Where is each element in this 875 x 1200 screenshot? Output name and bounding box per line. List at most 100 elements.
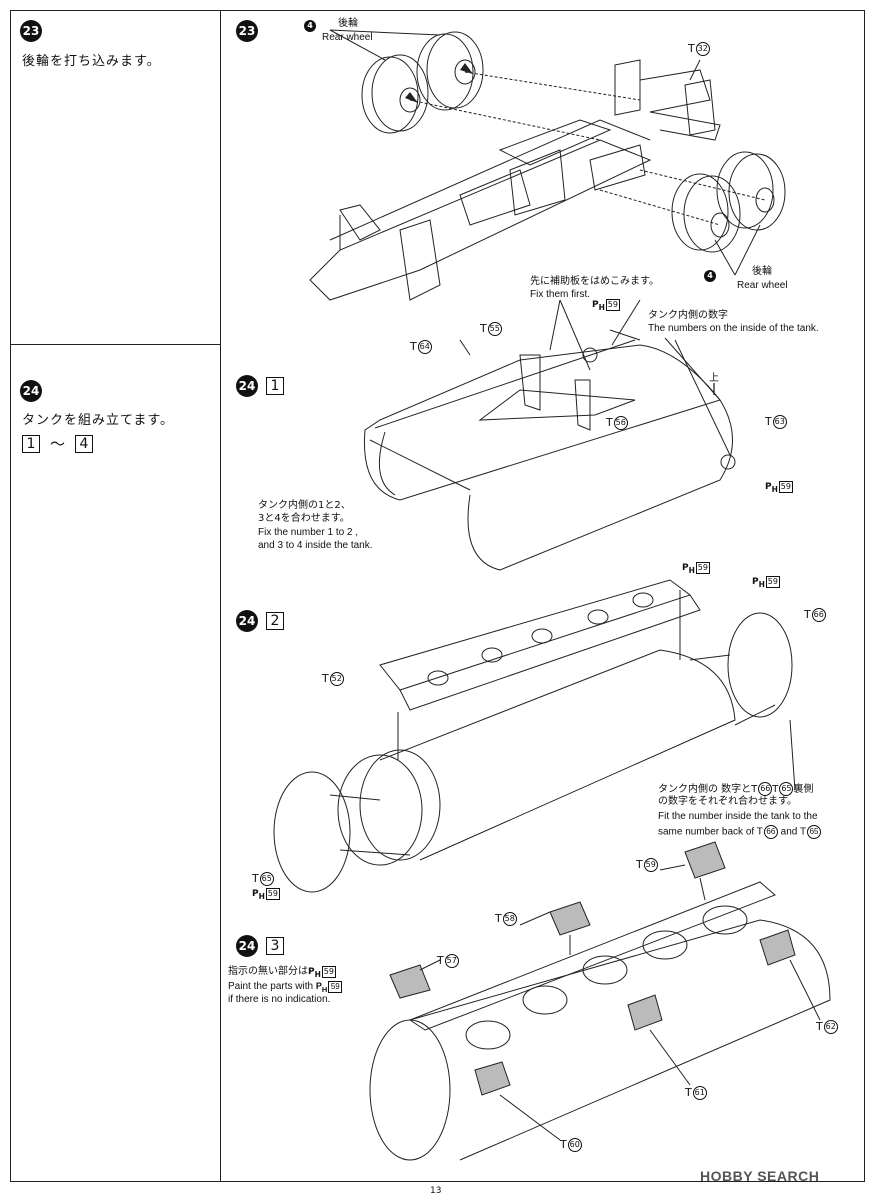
- step-23-diagram-badge: 23: [236, 20, 258, 42]
- sub-step-3-box: 3: [266, 937, 284, 955]
- note-text: and T: [780, 826, 807, 838]
- rear-wheel-right-bottom: [671, 151, 786, 253]
- part-number: 56: [613, 416, 628, 430]
- sub-step-2-box: 2: [266, 612, 284, 630]
- step-23-badge: 23: [20, 20, 42, 42]
- tank-body-diagram: [273, 579, 796, 893]
- part-number: 64: [417, 340, 432, 354]
- part-prefix: T: [688, 42, 695, 55]
- page-frame: [10, 10, 865, 1182]
- step-24-text: タンクを組み立てます。: [22, 413, 175, 428]
- part-number: 65: [807, 825, 822, 839]
- page-number: 13: [430, 1186, 442, 1196]
- watermark: HOBBY SEARCH: [700, 1168, 820, 1184]
- part-number: 66: [811, 608, 826, 622]
- note-text: same number back of T: [658, 826, 763, 838]
- rear-wheel-en-bottom: Rear wheel: [737, 280, 788, 291]
- step-24-2-badge: 24: [236, 610, 258, 632]
- part-number: 32: [695, 42, 710, 56]
- step-24-1-badge: 24: [236, 375, 258, 397]
- part-number: 65: [259, 872, 274, 886]
- rear-wheel-en-top: Rear wheel: [322, 32, 373, 43]
- part-number: 60: [567, 1138, 582, 1152]
- match-numbers-note-en2: and 3 to 4 inside the tank.: [258, 540, 373, 551]
- match-numbers-note-en1: Fix the number 1 to 2 ,: [258, 527, 359, 538]
- ph-number: 59: [695, 562, 710, 574]
- rear-wheel-jp-top: 後輪: [338, 18, 358, 29]
- note-text: タンク内側の 数字とT: [658, 784, 758, 795]
- inside-numbers-note-jp: タンク内側の数字: [648, 310, 728, 321]
- note-text: 裏側: [793, 784, 814, 795]
- wheel-label-bottom: 4: [704, 270, 716, 282]
- part-number: 66: [758, 782, 773, 796]
- match-numbers-note-jp1: タンク内側の1と2、: [258, 500, 351, 511]
- part-number: 55: [487, 322, 502, 336]
- note-text: Paint the parts with: [228, 981, 314, 992]
- ph-number: 59: [328, 981, 343, 993]
- part-number: 57: [444, 954, 459, 968]
- part-number: 66: [763, 825, 778, 839]
- step-24-range: 1 ～ 4: [22, 433, 94, 454]
- match-numbers-note-jp2: 3と4を合わせます。: [258, 513, 350, 524]
- part-number: 63: [772, 415, 787, 429]
- rear-wheel-jp-bottom: 後輪: [752, 266, 772, 277]
- note-text: 指示の無い部分は: [228, 966, 308, 977]
- sub-step-1-box: 1: [266, 377, 284, 395]
- step-24-badge: 24: [20, 380, 42, 402]
- part-number: 59: [643, 858, 658, 872]
- inside-numbers-note-en: The numbers on the inside of the tank.: [648, 323, 819, 334]
- part-t32-bracket: [614, 59, 721, 141]
- wheel-label-top: 4: [304, 20, 316, 32]
- range-to: 4: [75, 434, 94, 453]
- fit-number-note-en1: Fit the number inside the tank to the: [658, 811, 818, 822]
- ph-number: 59: [265, 888, 280, 900]
- ph-number: 59: [605, 299, 620, 311]
- part-number: 65: [779, 782, 794, 796]
- wheel-index-top: 4: [304, 20, 316, 32]
- part-number: 62: [823, 1020, 838, 1034]
- part-number: 52: [329, 672, 344, 686]
- chassis-frame: [309, 119, 652, 301]
- fix-first-note-jp: 先に補助板をはめこみます。: [530, 276, 659, 287]
- wheel-index-bottom: 4: [704, 270, 716, 282]
- note-text: T: [772, 784, 779, 795]
- range-separator: ～: [50, 435, 66, 453]
- paint-note-en2: if there is no indication.: [228, 994, 331, 1005]
- fix-first-note-en: Fix them first.: [530, 289, 591, 300]
- tank-halves-diagram: [363, 299, 736, 571]
- column-divider: [220, 10, 221, 1182]
- step-23-text: 後輪を打ち込みます。: [22, 54, 161, 69]
- row-divider: [10, 344, 221, 345]
- part-number: 61: [692, 1086, 707, 1100]
- ph-number: 59: [765, 576, 780, 588]
- ph-number: 59: [778, 481, 793, 493]
- fit-number-note-jp2: の数字をそれぞれ合わせます。: [658, 796, 797, 807]
- up-direction-label: 上: [709, 373, 719, 384]
- rear-wheel-left-top: [361, 31, 484, 134]
- step-24-3-badge: 24: [236, 935, 258, 957]
- range-from: 1: [22, 434, 40, 453]
